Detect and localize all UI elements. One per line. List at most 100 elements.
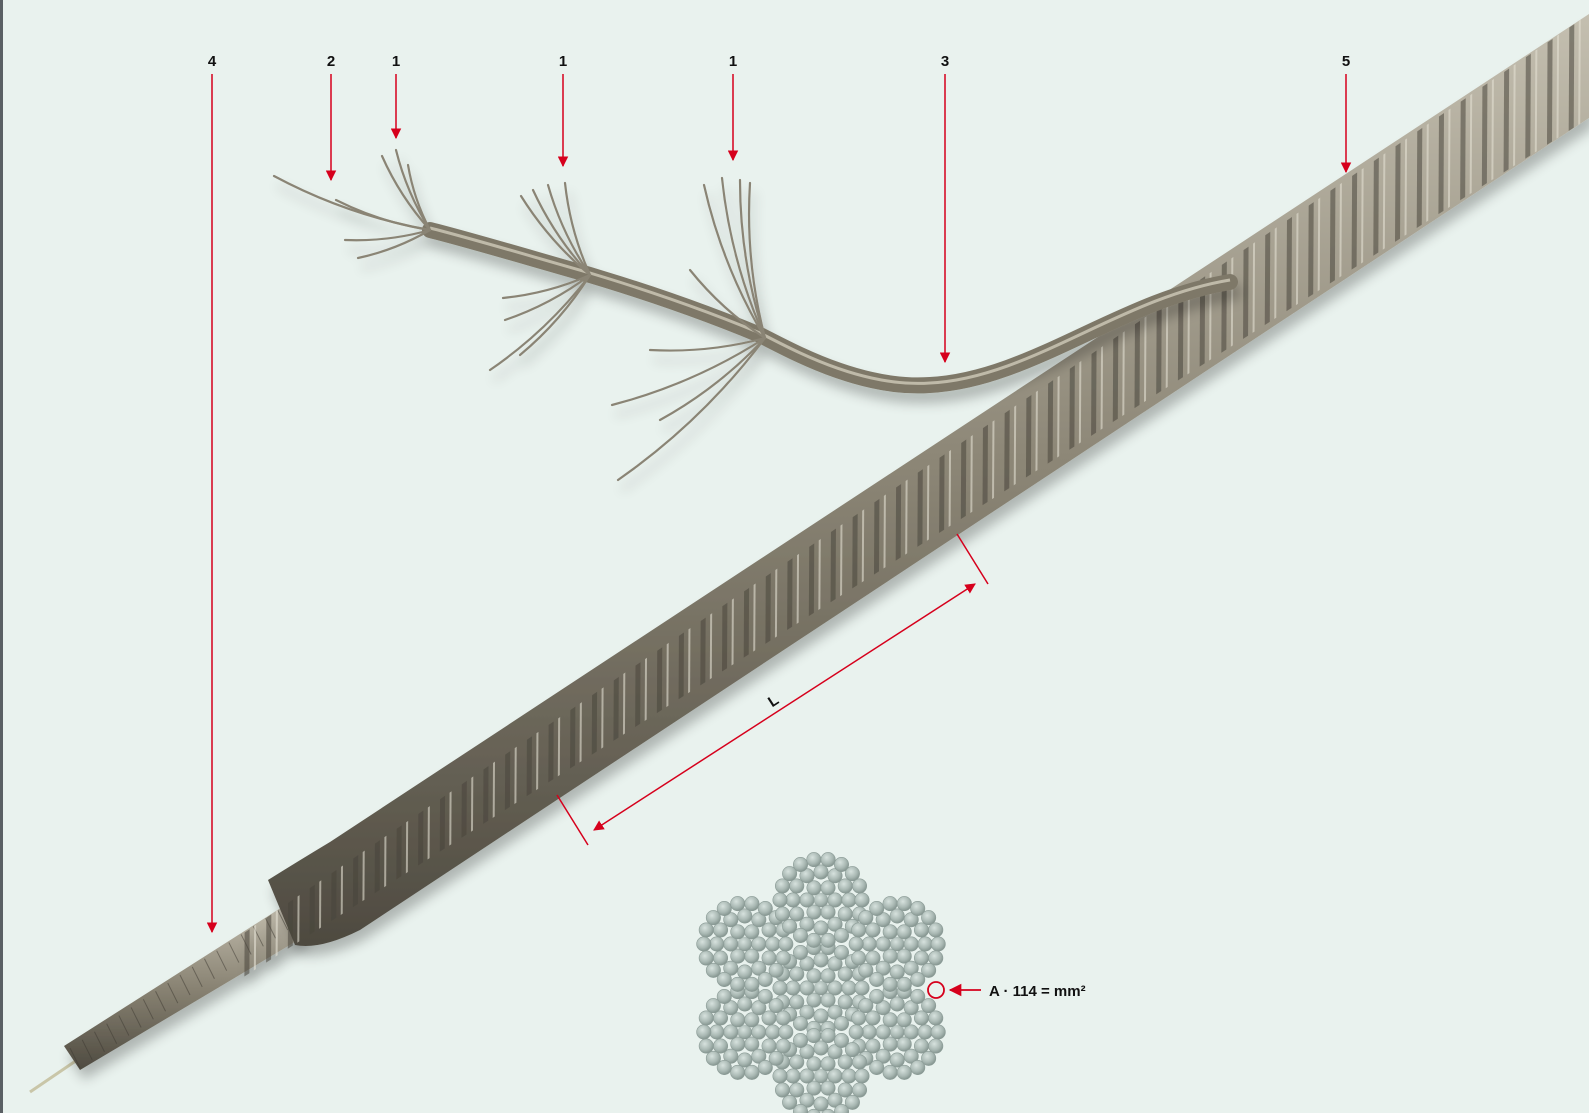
wire-circle [870, 901, 884, 915]
highlighted-wire [928, 982, 944, 998]
loose-wire [490, 275, 590, 370]
callout-strand: 3 [941, 53, 949, 362]
wire-circle [855, 893, 869, 907]
wire-circle [855, 1069, 869, 1083]
wire-circle [852, 1055, 866, 1069]
wire-circle [730, 1065, 744, 1079]
wire-circle [855, 981, 869, 995]
wire-circle [929, 951, 943, 965]
wire-circle [706, 1051, 720, 1065]
wire-circle [762, 1011, 776, 1025]
wire-circle [775, 1083, 789, 1097]
wire-circle [730, 896, 744, 910]
wire-circle [779, 937, 793, 951]
wire-circle [730, 977, 744, 991]
callout-rope: 5 [1342, 53, 1350, 172]
wire-circle [738, 997, 752, 1011]
wire-circle [790, 1083, 804, 1097]
wire-circle [793, 1033, 807, 1047]
callouts: 4 2 1 1 1 3 5 [208, 53, 1350, 932]
wire-circle [775, 907, 789, 921]
wire-circle [851, 951, 865, 965]
wire-circle [779, 1025, 793, 1039]
wire-circle [773, 893, 787, 907]
wire-circle [738, 965, 752, 979]
wire-circle [914, 923, 928, 937]
wire-area-callout: A · 114 = mm² [928, 982, 1086, 1000]
wire-circle [838, 1055, 852, 1069]
wire-circle [814, 1009, 828, 1023]
wire-circle [745, 977, 759, 991]
wire-circle [862, 937, 876, 951]
wire-circle [697, 1025, 711, 1039]
wire-circle [929, 923, 943, 937]
rope-strand-groove [247, 878, 248, 1022]
wire-circle [883, 1065, 897, 1079]
wire-circle [859, 963, 873, 977]
wire-circle [852, 879, 866, 893]
callout-label: 5 [1342, 53, 1350, 70]
wire-circle [775, 879, 789, 893]
wire-circle [845, 866, 859, 880]
rope-strand-highlight [255, 874, 256, 1018]
wire-circle [738, 1053, 752, 1067]
outer-strand-section [697, 984, 793, 1079]
wire-circle [921, 998, 935, 1012]
wire-circle [782, 1095, 796, 1109]
wire-circle [699, 951, 713, 965]
rope-strand-groove [268, 864, 269, 1008]
wire-circle [766, 1025, 780, 1039]
wire-circle [807, 852, 821, 866]
callout-wire-c: 1 [729, 53, 737, 160]
callout-label: 1 [729, 53, 737, 70]
core-wire-tip [30, 1058, 80, 1092]
lay-length-tick-start [557, 795, 588, 845]
callout-label: 1 [392, 53, 400, 70]
callout-label: 3 [941, 53, 949, 70]
wire-circle [842, 981, 856, 995]
wire-circle [782, 919, 796, 933]
wire-circle [786, 1069, 800, 1083]
lay-length-tick-end [957, 534, 988, 584]
wire-circle [776, 951, 790, 965]
wire-circle [849, 1025, 863, 1039]
wire-circle [883, 896, 897, 910]
wire-circle [890, 997, 904, 1011]
wire-circle [897, 896, 911, 910]
wire-circle [931, 937, 945, 951]
wire-circle [842, 893, 856, 907]
wire-circle [790, 995, 804, 1009]
wire-circle [834, 928, 848, 942]
wire-circle [745, 896, 759, 910]
wire-circle [851, 923, 865, 937]
callout-label: 4 [208, 53, 217, 70]
rope-strand-groove [1549, 20, 1550, 164]
wire-circle [710, 937, 724, 951]
lay-length-label: L [765, 692, 782, 711]
loose-wire [358, 230, 430, 258]
wire-circle [762, 923, 776, 937]
wire-circle [790, 907, 804, 921]
wire-circle [883, 977, 897, 991]
wire-circle [699, 923, 713, 937]
wire-circle [697, 937, 711, 951]
main-rope [247, 0, 1589, 1022]
wire-circle [838, 879, 852, 893]
wire-circle [769, 998, 783, 1012]
wire-circle [890, 909, 904, 923]
wire-circle [814, 921, 828, 935]
wire-circle [745, 1065, 759, 1079]
wire-circle [911, 972, 925, 986]
rope-cross-section [697, 852, 946, 1113]
wire-circle [773, 981, 787, 995]
wire-circle [821, 852, 835, 866]
wire-circle [897, 1065, 911, 1079]
wire-circle [929, 1011, 943, 1025]
callout-label: 1 [559, 53, 567, 70]
wire-circle [776, 1039, 790, 1053]
callout-core: 4 [208, 53, 217, 932]
wire-circle [758, 972, 772, 986]
wire-circle [773, 1069, 787, 1083]
